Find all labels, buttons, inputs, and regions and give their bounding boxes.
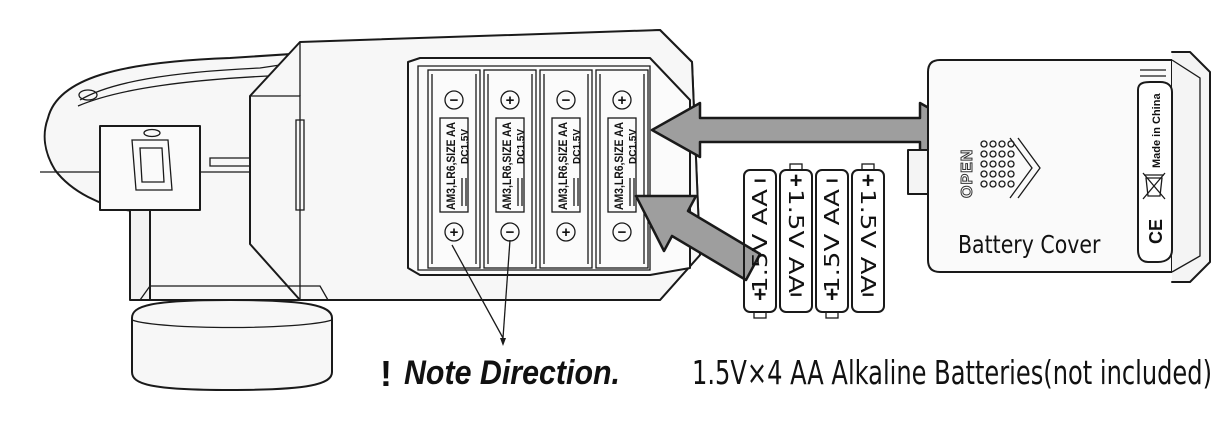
slot-voltage-text: DC1.5V (516, 129, 527, 164)
grip-dot (1007, 160, 1015, 168)
battery-polarity: − (754, 168, 767, 193)
grip-dot (1007, 170, 1015, 178)
polarity-icon (556, 222, 576, 242)
polarity-icon (444, 90, 464, 110)
grip-dot (980, 170, 988, 178)
battery-label: 1.5V AA (856, 189, 880, 293)
grip-dot (989, 160, 997, 168)
grip-dot (998, 160, 1006, 168)
aa-battery: + −1.5V AA (779, 163, 813, 313)
grip-dot (998, 170, 1006, 178)
note-direction-label: Note Direction. (404, 354, 620, 392)
grip-dot (989, 150, 997, 158)
battery-cover: OPEN Battery Cover Made in China CE (907, 51, 1211, 283)
direction-callout-lines (451, 239, 511, 346)
warning-mark-icon: ! (380, 353, 392, 394)
polarity-symbol: − (618, 224, 627, 241)
polarity-symbol: + (450, 224, 459, 241)
aa-battery: + −1.5V AA (851, 163, 885, 313)
grip-dot (998, 150, 1006, 158)
battery-label: 1.5V AA (820, 189, 844, 293)
battery-label: 1.5V AA (748, 189, 772, 293)
ce-mark: CE (1146, 219, 1166, 244)
polarity-symbol: + (562, 224, 571, 241)
slot-size-text: AM3,LR6,SIZE AA (612, 122, 626, 210)
batteries-caption: 1.5V×4 AA Alkaline Batteries(not include… (692, 353, 1212, 392)
polarity-icon (556, 90, 576, 110)
aa-batteries: −+1.5V AA+−1.5V AA−+1.5V AA+−1.5V AA (743, 163, 885, 319)
slot-voltage-text: DC1.5V (460, 129, 471, 164)
slot-voltage-text: DC1.5V (628, 129, 639, 164)
polarity-symbol: + (618, 92, 627, 109)
battery-label: 1.5V AA (784, 189, 808, 293)
polarity-icon (444, 222, 464, 242)
grip-dot (989, 170, 997, 178)
battery-polarity: + (862, 168, 875, 193)
battery-polarity: − (826, 168, 839, 193)
polarity-icon (500, 90, 520, 110)
grip-dot (1007, 150, 1015, 158)
slot-size-text: AM3,LR6,SIZE AA (444, 122, 458, 210)
open-marking: OPEN (959, 137, 1041, 199)
grip-dot (998, 180, 1006, 188)
polarity-symbol: − (562, 92, 571, 109)
polarity-symbol: + (506, 92, 515, 109)
grip-dot (989, 180, 997, 188)
made-in-label: Made in China (1151, 93, 1163, 168)
battery-polarity: + (826, 282, 839, 307)
slot-size-text: AM3,LR6,SIZE AA (556, 122, 570, 210)
battery-polarity: + (790, 168, 803, 193)
cover-direction-arrow (650, 101, 970, 159)
slot-size-text: AM3,LR6,SIZE AA (500, 122, 514, 210)
battery-cover-label: Battery Cover (958, 231, 1101, 259)
grip-dot (980, 180, 988, 188)
battery-insert-arrow (634, 194, 762, 282)
battery-polarity: + (754, 282, 767, 307)
slot-voltage-text: DC1.5V (572, 129, 583, 164)
aa-battery: − +1.5V AA (743, 168, 777, 319)
grip-dot (1007, 180, 1015, 188)
open-label: OPEN (959, 149, 976, 198)
polarity-symbol: − (506, 224, 515, 241)
polarity-icon (612, 222, 632, 242)
polarity-symbol: − (450, 92, 459, 109)
grip-dot (998, 140, 1006, 148)
grip-dot (980, 150, 988, 158)
grip-dot (980, 140, 988, 148)
grip-dot (989, 140, 997, 148)
grip-dot (980, 160, 988, 168)
battery-polarity: − (790, 282, 803, 307)
polarity-icon (612, 90, 632, 110)
aa-battery: − +1.5V AA (815, 168, 849, 319)
battery-polarity: − (862, 282, 875, 307)
weee-bin-icon (1142, 172, 1166, 200)
